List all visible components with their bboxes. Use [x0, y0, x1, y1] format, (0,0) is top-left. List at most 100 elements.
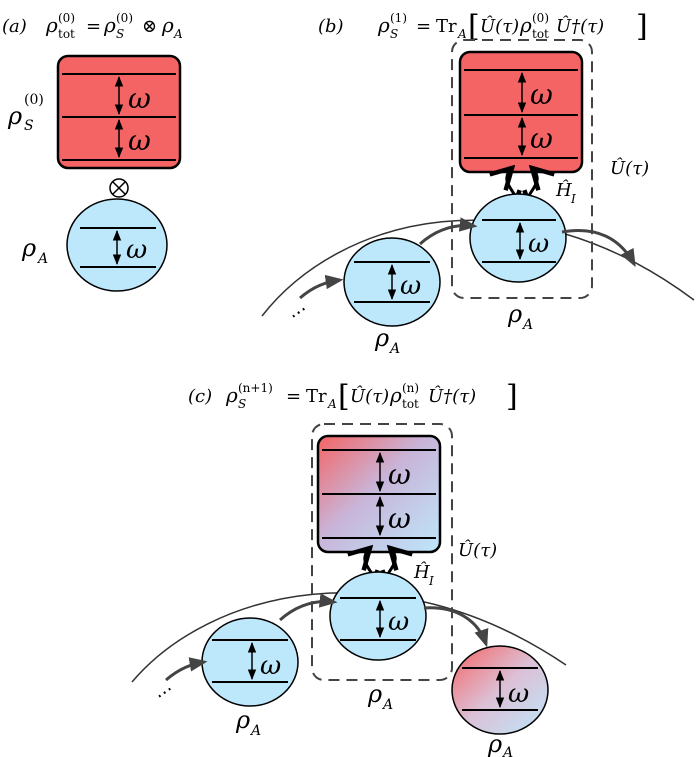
label-a-rhoS: ρ [7, 102, 22, 130]
omega-a-2: ω [128, 124, 151, 157]
rho-c-1: ρ [367, 680, 382, 708]
panel-c-tag: (c) [188, 386, 212, 407]
omega-b-2: ω [530, 122, 553, 155]
omega-atom-c-current: ω [388, 607, 409, 637]
label-c-rhoA-1: ρ A [367, 680, 393, 713]
motion-arrow-b-3 [561, 229, 636, 268]
eq-a-rho1: ρ [45, 13, 58, 37]
eq-c-sup2: (n) [402, 381, 419, 395]
panel-b-equation: ρ (1) S = Tr A [ Û(τ) ρ (0) tot Û†(τ) ] [377, 9, 648, 44]
eq-b-bracket-r: ] [636, 9, 648, 44]
omega-atom-c-incoming: ω [260, 651, 281, 681]
panel-c-atom-incoming: ω [201, 617, 299, 707]
rho-c-3-sub: A [501, 745, 513, 757]
panel-a: (a) ρ (0) tot = ρ (0) S ⊗ ρ A ω ω ρ (0) [2, 11, 183, 292]
rho-c-1-sub: A [381, 697, 393, 713]
eq-a-rho3: ρ [161, 13, 174, 37]
eq-a-sub3: A [173, 27, 183, 41]
panel-b-atom-incoming: ω [343, 237, 441, 327]
panel-a-system: ω ω ρ (0) S [7, 54, 182, 170]
panel-b: (b) ρ (1) S = Tr A [ Û(τ) ρ (0) tot Û†(τ… [261, 9, 695, 357]
label-a-rhoS-sub: S [24, 118, 34, 134]
u-label-b: Û(τ) [610, 156, 649, 179]
panel-c-atom-outgoing: ω [451, 645, 549, 735]
h-c: Ĥ [413, 560, 430, 583]
rho-b-2-sub: A [388, 341, 400, 357]
eq-c-rho2: ρ [389, 383, 402, 407]
eq-a-otimes: ⊗ [142, 16, 157, 37]
rho-c-2: ρ [235, 706, 250, 734]
motion-arrow-c-2 [279, 593, 338, 622]
atom-b-current [469, 193, 567, 283]
motion-arrow-c-3 [423, 606, 489, 648]
dots-c: ⋯ [151, 679, 178, 707]
panel-a-atom: ω ρ A [21, 198, 168, 292]
panel-b-system: ω ω [458, 50, 584, 174]
panel-b-atom-current: ω [469, 193, 567, 283]
eq-c-bracket-l: [ [338, 379, 350, 414]
eq-b-sup2: (0) [532, 11, 549, 25]
omega-atom-a: ω [126, 235, 147, 265]
label-b-rhoA-1: ρ A [507, 300, 533, 333]
eq-b-equals: = [416, 16, 431, 37]
panel-a-equation: ρ (0) tot = ρ (0) S ⊗ ρ A [45, 11, 183, 41]
eq-c-equals: = [286, 386, 301, 407]
trajectory-arc-c [131, 592, 567, 683]
h-c-sub: I [428, 574, 434, 588]
eq-b-sup1: (1) [390, 11, 407, 25]
panel-a-tag: (a) [2, 16, 27, 37]
u-label-c: Û(τ) [458, 538, 497, 561]
hamiltonian-label-c: Ĥ I [413, 560, 434, 588]
eq-a-sup1: (0) [58, 11, 75, 25]
rho-b-1: ρ [507, 300, 522, 328]
eq-c-udag: Û†(τ) [428, 384, 476, 407]
omega-c-1: ω [388, 458, 411, 491]
omega-atom-c-outgoing: ω [508, 679, 529, 709]
eq-c-tr: Tr [306, 386, 327, 407]
eq-c-u: Û(τ) [350, 384, 389, 407]
eq-b-tr-sub: A [457, 27, 467, 41]
label-a-rhoS-sup: (0) [24, 92, 44, 108]
panel-b-tag: (b) [318, 16, 344, 37]
omega-atom-b-current: ω [528, 229, 549, 259]
atom-c-incoming [201, 617, 299, 707]
h-b: Ĥ [555, 178, 572, 201]
rho-b-1-sub: A [521, 317, 533, 333]
h-b-sub: I [570, 192, 576, 206]
omega-b-1: ω [530, 78, 553, 111]
eq-b-rho1: ρ [377, 13, 390, 37]
motion-arrow-b-1 [299, 274, 344, 300]
eq-a-sup2: (0) [116, 11, 133, 25]
eq-b-sub1: S [390, 27, 398, 41]
eq-b-sub2: tot [532, 27, 549, 41]
motion-arrow-b-2 [419, 217, 478, 246]
eq-c-sub1: S [238, 397, 246, 411]
omega-c-2: ω [388, 502, 411, 535]
atom-c-current [329, 571, 427, 661]
panel-c-equation: ρ (n+1) S = Tr A [ Û(τ) ρ (n) tot Û†(τ) … [225, 379, 518, 414]
label-b-rhoA-2: ρ A [374, 324, 400, 357]
panel-c: (c) ρ (n+1) S = Tr A [ Û(τ) ρ (n) tot Û†… [131, 379, 567, 757]
eq-a-sub1: tot [58, 27, 75, 41]
interaction-region-b [451, 39, 593, 299]
eq-b-rho2: ρ [519, 13, 532, 37]
eq-a-equals: = [86, 16, 101, 37]
dots-b: ⋯ [285, 299, 312, 327]
eq-b-udag: Û†(τ) [556, 14, 604, 37]
label-atom-a-sub: A [36, 251, 48, 267]
eq-c-tr-sub: A [327, 397, 337, 411]
motion-arrow-c-1 [165, 657, 208, 682]
eq-b-bracket-l: [ [468, 9, 480, 44]
otimes-symbol [109, 178, 129, 198]
label-c-rhoA-2: ρ A [235, 706, 261, 739]
eq-b-u: Û(τ) [480, 14, 519, 37]
panel-c-system: ω ω [316, 434, 442, 554]
omega-a-1: ω [128, 82, 151, 115]
rho-c-2-sub: A [249, 723, 261, 739]
eq-c-bracket-r: ] [506, 379, 518, 414]
hamiltonian-label-b: Ĥ I [555, 178, 576, 206]
panel-c-atom-current: ω [329, 571, 427, 661]
label-c-rhoA-3: ρ A [487, 730, 513, 757]
